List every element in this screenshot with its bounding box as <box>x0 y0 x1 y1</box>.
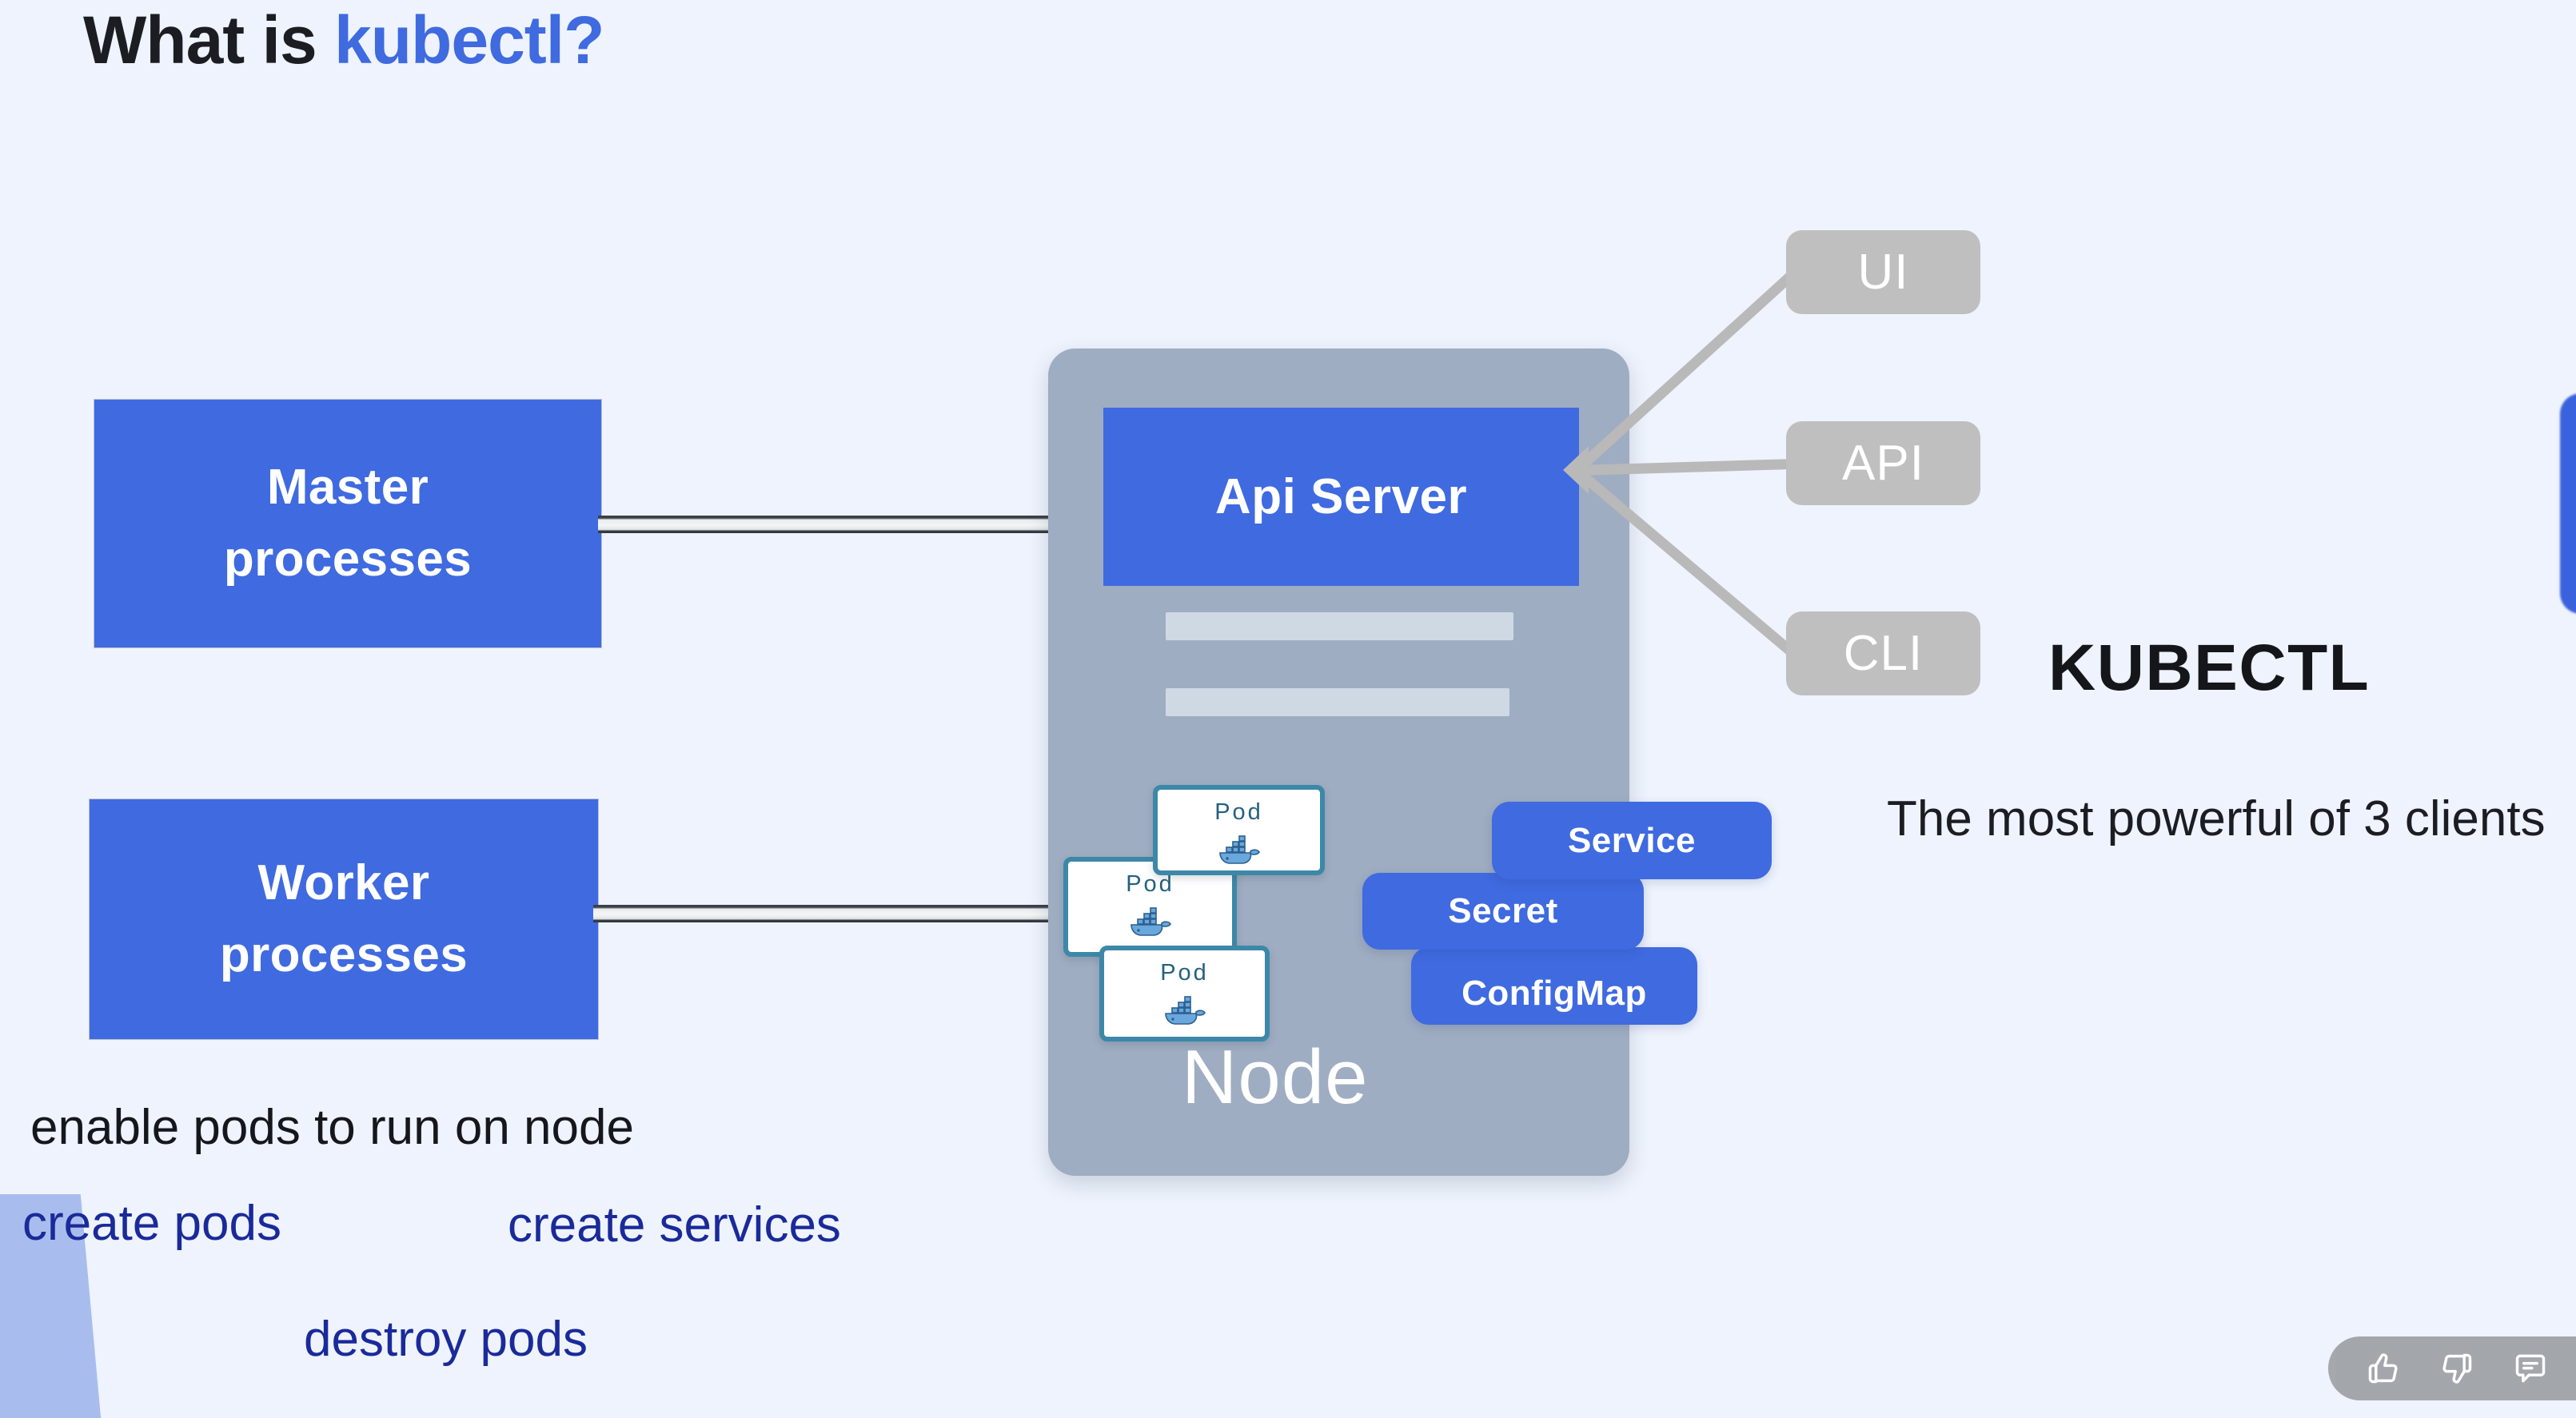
annotation-create-services: create services <box>508 1197 841 1253</box>
client-chip-cli-label: CLI <box>1843 626 1924 681</box>
annotation-destroy-pods: destroy pods <box>304 1312 588 1367</box>
arrow-head-icon <box>1563 446 1589 494</box>
pod-label: Pod <box>1160 960 1209 986</box>
client-chip-api: API <box>1786 421 1980 505</box>
client-chip-cli: CLI <box>1786 611 1980 695</box>
master-processes-line1: Master <box>266 460 429 516</box>
annotation-enable-pods: enable pods to run on node <box>30 1100 634 1155</box>
resource-chip-secret: Secret <box>1362 873 1644 950</box>
worker-processes-line1: Worker <box>257 855 430 911</box>
thumbs-down-icon[interactable] <box>2438 1350 2475 1387</box>
title-accent-text: kubectl? <box>334 2 604 78</box>
kubectl-heading: KUBECTL <box>2048 631 2371 704</box>
client-chip-ui-label: UI <box>1857 245 1909 300</box>
resource-chip-configmap: ConfigMap <box>1411 947 1697 1025</box>
pod-card-top: Pod <box>1153 785 1325 875</box>
node-placeholder-bar-1 <box>1166 612 1513 640</box>
thumbs-up-icon[interactable] <box>2365 1350 2402 1387</box>
pod-card-bottom: Pod <box>1099 946 1270 1042</box>
master-processes-line2: processes <box>223 532 473 587</box>
api-server-label: Api Server <box>1214 469 1468 524</box>
master-processes-box: Master processes <box>94 400 601 647</box>
docker-whale-icon <box>1127 906 1174 945</box>
client-chip-ui: UI <box>1786 230 1980 314</box>
resource-chip-secret-label: Secret <box>1448 891 1558 930</box>
feedback-toolbar[interactable] <box>2328 1336 2576 1400</box>
page-title: What is kubectl? <box>83 5 604 75</box>
annotation-create-pods: create pods <box>22 1196 281 1251</box>
pod-label: Pod <box>1214 799 1263 825</box>
connector-worker-to-node <box>593 905 1063 922</box>
title-plain-text: What is <box>83 2 335 78</box>
resource-chip-service: Service <box>1492 802 1772 879</box>
resource-chip-service-label: Service <box>1567 820 1697 860</box>
resource-chip-configmap-label: ConfigMap <box>1461 974 1647 1013</box>
docker-whale-icon <box>1162 994 1208 1034</box>
worker-processes-line2: processes <box>219 927 469 982</box>
decorative-right-edge-shape <box>2560 393 2576 614</box>
comment-icon[interactable] <box>2512 1350 2549 1387</box>
kubectl-description: The most powerful of 3 clients <box>1887 791 2546 846</box>
connector-master-to-node <box>598 516 1110 533</box>
docker-whale-icon <box>1216 834 1262 873</box>
node-placeholder-bar-2 <box>1166 688 1509 716</box>
pod-label: Pod <box>1126 871 1174 897</box>
node-label: Node <box>1182 1034 1369 1120</box>
api-server-box: Api Server <box>1103 408 1579 586</box>
client-chip-api-label: API <box>1842 436 1924 491</box>
worker-processes-box: Worker processes <box>90 799 598 1039</box>
